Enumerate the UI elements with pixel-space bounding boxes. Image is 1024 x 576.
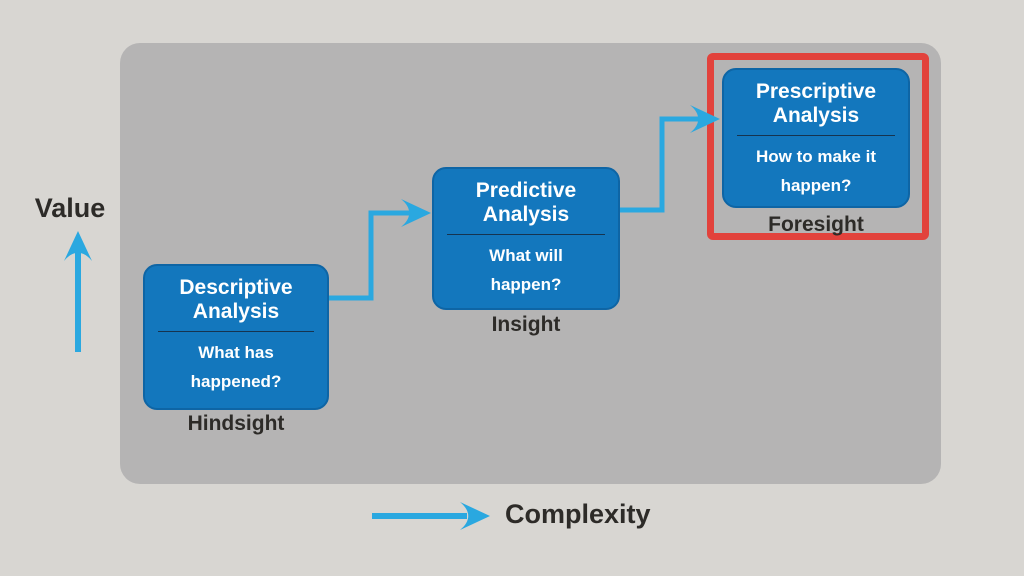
node-title: Prescriptive Analysis (755, 80, 877, 128)
node-divider (737, 135, 895, 137)
node-question: What will happen? (489, 246, 563, 295)
node-title: Predictive Analysis (475, 179, 577, 227)
node-caption-hindsight: Hindsight (187, 412, 285, 435)
node-caption-foresight: Foresight (768, 213, 864, 236)
value-axis-label: Value (34, 193, 106, 223)
node-predictive-analysis: Predictive Analysis What will happen? (432, 167, 620, 310)
node-caption-insight: Insight (491, 313, 561, 336)
value-arrow-head (64, 231, 92, 261)
node-divider (447, 234, 605, 236)
complexity-right-arrow-icon (372, 502, 490, 530)
node-question: What has happened? (190, 343, 282, 392)
node-descriptive-analysis: Descriptive Analysis What has happened? (143, 264, 329, 410)
complexity-axis-label: Complexity (505, 499, 651, 529)
value-up-arrow-icon (64, 231, 92, 352)
node-divider (158, 331, 314, 333)
node-question: How to make it happen? (756, 147, 876, 196)
highlight-frame (707, 53, 929, 240)
node-prescriptive-analysis: Prescriptive Analysis How to make it hap… (722, 68, 910, 208)
complexity-arrow-head (460, 502, 490, 530)
node-title: Descriptive Analysis (179, 276, 293, 324)
